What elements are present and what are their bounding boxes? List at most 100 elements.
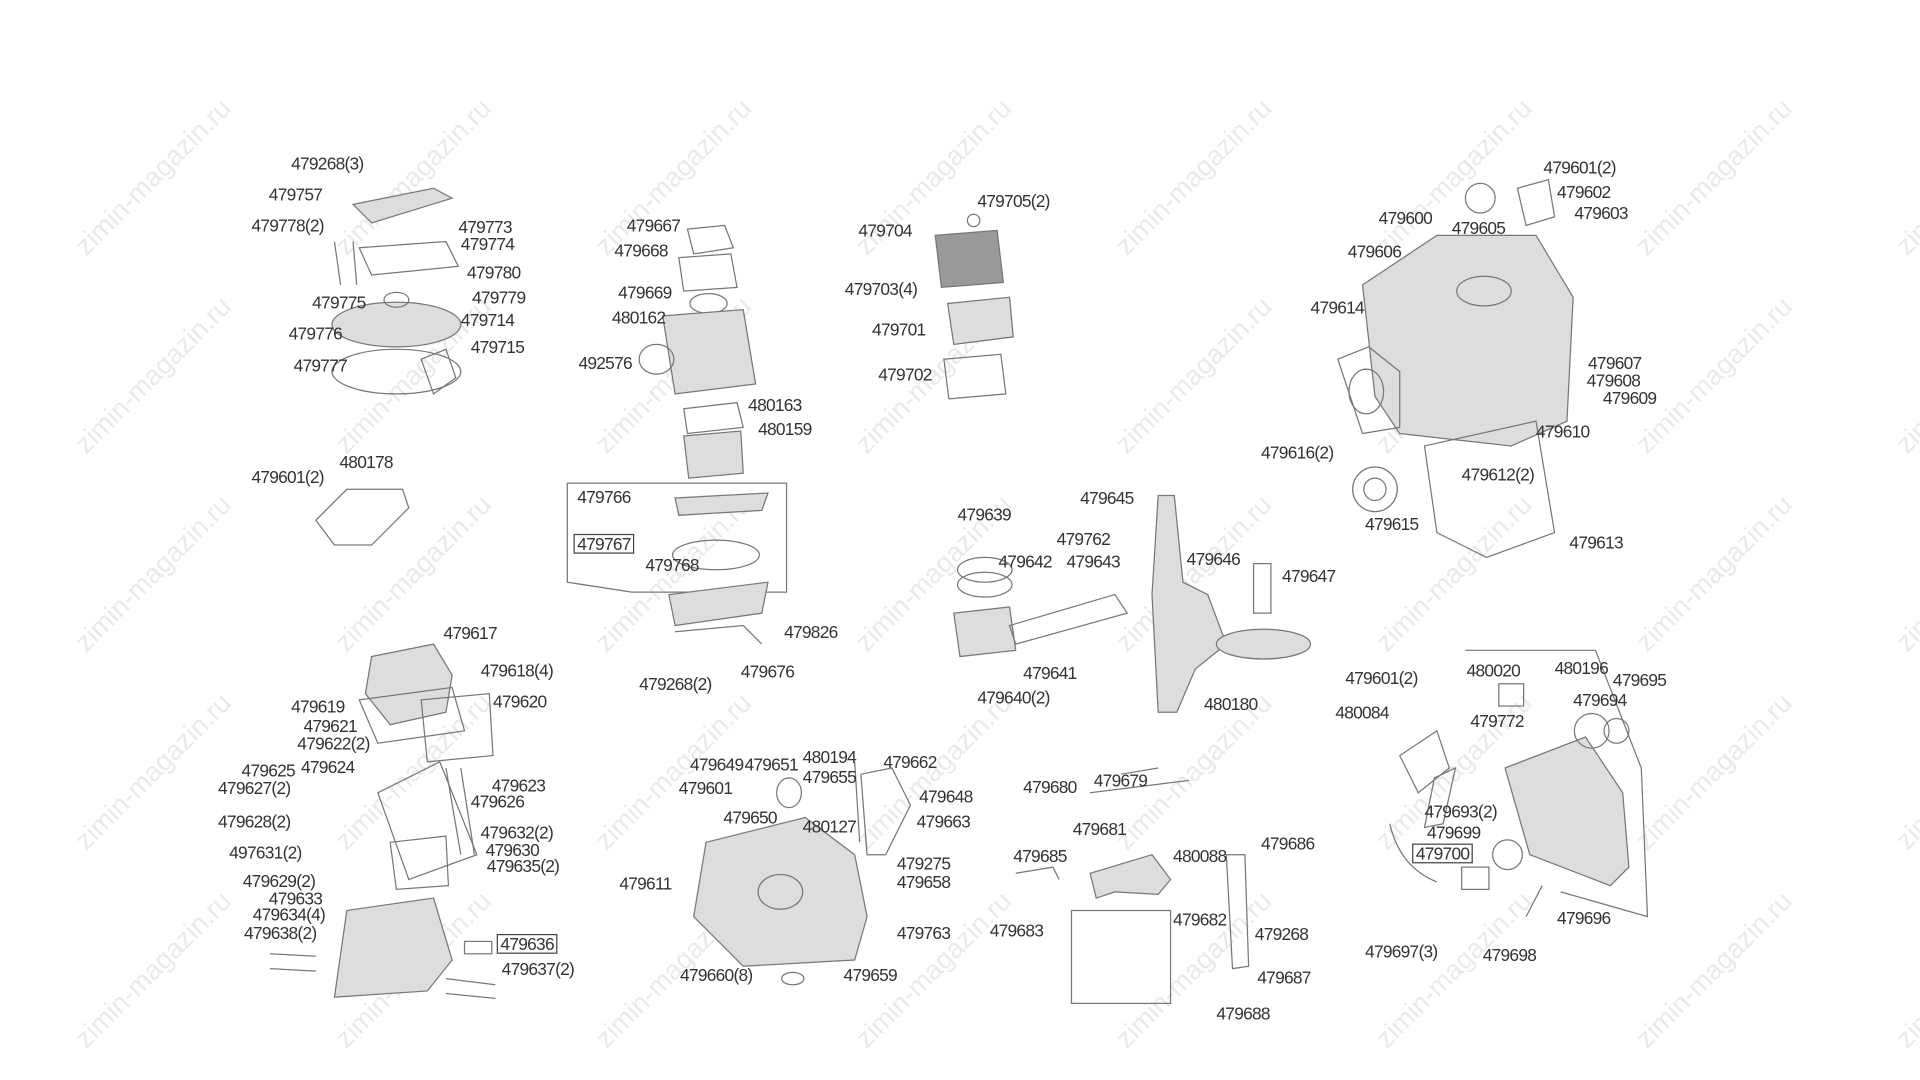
part-number-label[interactable]: 479626	[470, 791, 525, 812]
part-number-label[interactable]: 480020	[1466, 660, 1521, 681]
part-number-label[interactable]: 479779	[471, 287, 526, 308]
part-number-label[interactable]: 480088	[1173, 846, 1227, 866]
part-number-label[interactable]: 479268(2)	[639, 673, 712, 694]
part-number-label[interactable]: 479663	[916, 811, 971, 832]
part-number-label[interactable]: 479268	[1254, 924, 1309, 944]
part-number-label[interactable]: 479607	[1588, 353, 1642, 373]
part-number-label[interactable]: 479698	[1482, 945, 1537, 965]
part-number-label[interactable]: 479275	[896, 853, 951, 874]
part-number-label[interactable]: 479685	[1013, 846, 1067, 866]
part-number-label[interactable]: 479776	[288, 323, 343, 344]
part-number-label[interactable]: 479777	[293, 355, 348, 376]
part-number-label[interactable]: 479660(8)	[680, 964, 753, 985]
part-number-label[interactable]: 479667	[626, 215, 681, 236]
part-number-label[interactable]: 479694	[1573, 689, 1627, 710]
part-number-label[interactable]: 479635(2)	[486, 855, 560, 876]
part-number-label[interactable]: 479629(2)	[242, 870, 316, 891]
part-number-label[interactable]: 479676	[740, 661, 795, 682]
part-number-label[interactable]: 479682	[1173, 909, 1227, 930]
part-number-label[interactable]: 479640(2)	[977, 687, 1050, 708]
part-number-label[interactable]: 479605	[1451, 218, 1506, 238]
part-number-label[interactable]: 479773	[458, 216, 512, 237]
part-number-label[interactable]: 479601(2)	[1345, 667, 1418, 688]
part-number-label[interactable]: 479688	[1216, 1003, 1270, 1024]
part-number-label[interactable]: 479655	[802, 766, 857, 787]
part-number-label[interactable]: 479651	[744, 754, 798, 775]
part-number-label[interactable]: 479762	[1056, 528, 1111, 549]
part-number-label[interactable]: 479680	[1023, 776, 1077, 797]
part-number-label[interactable]: 479649	[689, 754, 744, 775]
part-number-label[interactable]: 479679	[1093, 770, 1148, 791]
part-number-label[interactable]: 479622(2)	[297, 733, 370, 754]
part-number-label[interactable]: 479611	[619, 873, 672, 894]
part-number-label[interactable]: 479606	[1347, 241, 1402, 262]
part-number-label[interactable]: 479697(3)	[1365, 941, 1438, 962]
part-number-label[interactable]: 479609	[1602, 387, 1657, 408]
part-number-label[interactable]: 479601	[678, 777, 733, 798]
part-number-label[interactable]: 479662	[883, 751, 937, 772]
part-number-label[interactable]: 480180	[1204, 693, 1258, 714]
part-number-label[interactable]: 479703(4)	[844, 278, 918, 299]
part-number-label[interactable]: 479620	[493, 691, 547, 712]
part-number-label[interactable]: 479775	[312, 292, 366, 313]
part-number-label[interactable]: 480194	[802, 746, 857, 767]
part-number-label[interactable]: 479701	[872, 319, 926, 340]
part-number-label[interactable]: 479601(2)	[1543, 157, 1616, 178]
part-number-label[interactable]: 480127	[802, 816, 857, 837]
part-number-label[interactable]: 479628(2)	[218, 811, 291, 832]
part-number-label[interactable]: 479705(2)	[977, 190, 1050, 211]
part-number-label[interactable]: 479600	[1378, 208, 1433, 228]
part-number-label[interactable]: 479683	[989, 920, 1044, 941]
part-number-label[interactable]: 479615	[1365, 514, 1419, 534]
part-number-label[interactable]: 480162	[611, 307, 666, 328]
part-number-label[interactable]: 479704	[858, 220, 912, 241]
part-number-label[interactable]: 479621	[303, 715, 357, 736]
part-number-label[interactable]: 479699	[1426, 822, 1481, 843]
part-number-label[interactable]: 479659	[843, 964, 898, 985]
part-number-label[interactable]: 479681	[1072, 818, 1127, 839]
part-number-label[interactable]: 479637(2)	[501, 958, 575, 979]
part-number-label[interactable]: 479632(2)	[480, 822, 554, 843]
part-number-label[interactable]: 479633	[268, 888, 323, 908]
part-number-label[interactable]: 479714	[460, 309, 515, 330]
part-number-label[interactable]: 479603	[1574, 203, 1628, 223]
part-number-label[interactable]: 479715	[470, 336, 525, 357]
part-number-label[interactable]: 479778(2)	[251, 215, 324, 236]
part-number-label[interactable]: 479624	[301, 756, 355, 777]
part-number-label[interactable]: 479826	[784, 621, 838, 642]
part-number-label[interactable]: 479650	[723, 807, 777, 828]
part-number-label[interactable]: 480163	[748, 395, 802, 415]
part-number-label[interactable]: 479658	[896, 872, 951, 892]
part-number-label[interactable]: 479766	[577, 486, 631, 507]
part-number-label[interactable]: 479648	[919, 786, 973, 807]
part-number-label[interactable]: 479636	[496, 933, 558, 954]
part-number-label[interactable]: 479623	[491, 775, 546, 796]
part-number-label[interactable]: 479643	[1066, 551, 1121, 572]
part-number-label[interactable]: 479647	[1282, 566, 1336, 586]
part-number-label[interactable]: 479630	[485, 839, 540, 860]
part-number-label[interactable]: 492576	[578, 353, 632, 373]
part-number-label[interactable]: 479639	[957, 504, 1012, 524]
part-number-label[interactable]: 479772	[1470, 711, 1524, 731]
part-number-label[interactable]: 479608	[1586, 370, 1641, 391]
part-number-label[interactable]: 479617	[443, 623, 497, 643]
part-number-label[interactable]: 479646	[1186, 548, 1241, 569]
part-number-label[interactable]: 479268(3)	[291, 153, 364, 174]
part-number-label[interactable]: 480159	[758, 418, 812, 439]
part-number-label[interactable]: 479619	[291, 696, 345, 716]
part-number-label[interactable]: 479618(4)	[480, 660, 554, 681]
part-number-label[interactable]: 479602	[1557, 182, 1611, 202]
part-number-label[interactable]: 479700	[1412, 843, 1473, 864]
part-number-label[interactable]: 479669	[618, 282, 672, 303]
part-number-label[interactable]: 479645	[1080, 488, 1134, 508]
part-number-label[interactable]: 480196	[1554, 657, 1609, 678]
part-number-label[interactable]: 480178	[339, 452, 393, 472]
part-number-label[interactable]: 497631(2)	[229, 842, 302, 863]
part-number-label[interactable]: 479638(2)	[244, 922, 317, 943]
part-number-label[interactable]: 479757	[268, 184, 323, 205]
part-number-label[interactable]: 479767	[573, 533, 635, 554]
part-number-label[interactable]: 479601(2)	[251, 466, 324, 487]
part-number-label[interactable]: 479696	[1557, 907, 1611, 928]
part-number-label[interactable]: 479613	[1569, 532, 1623, 553]
part-number-label[interactable]: 479614	[1310, 297, 1365, 318]
